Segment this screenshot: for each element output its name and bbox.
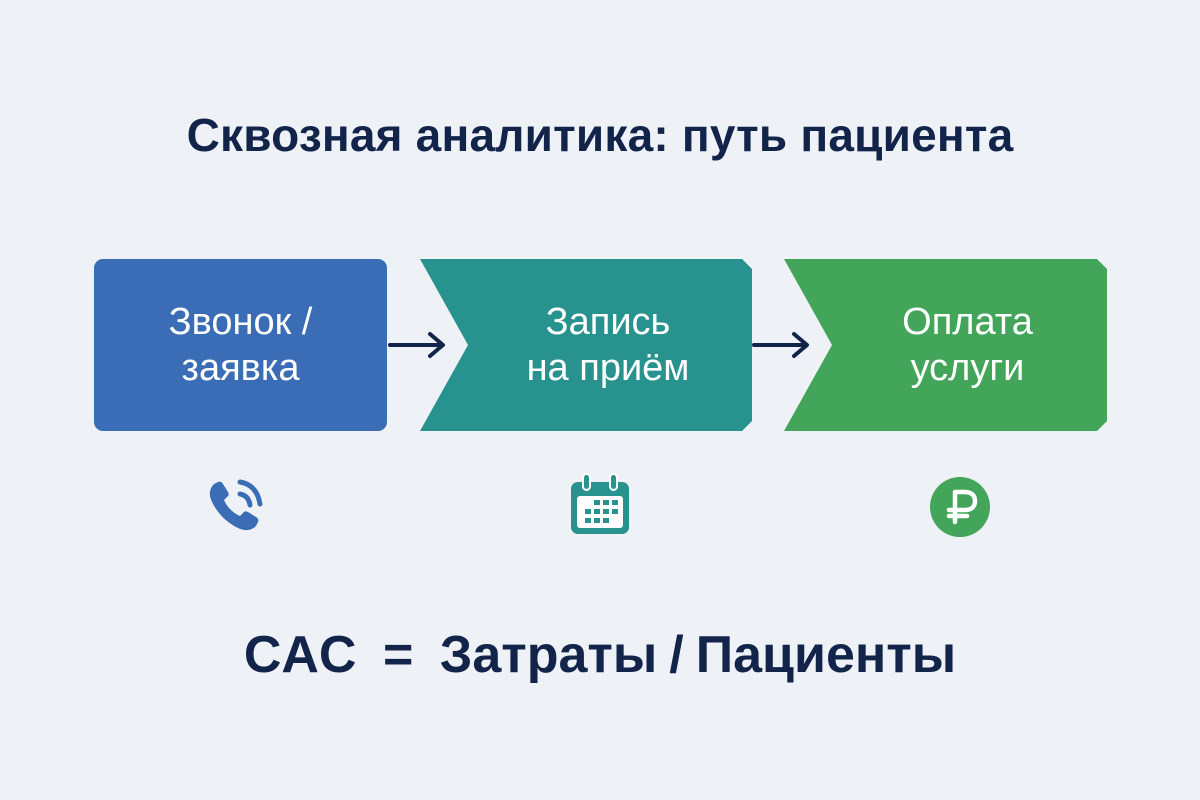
step-label-line2: услуги	[910, 347, 1025, 389]
arrow-right-icon	[388, 332, 445, 358]
formula-equals: =	[382, 626, 414, 684]
step-label-line1: Запись	[545, 301, 671, 343]
step-appointment: Запись на приём	[420, 259, 752, 431]
diagram-title: Сквозная аналитика: путь пациента	[186, 109, 1014, 161]
step-call-request: Звонок / заявка	[94, 259, 387, 431]
phone-icon	[209, 479, 263, 531]
step-label-line1: Звонок /	[168, 301, 313, 343]
formula-costs: Затраты	[439, 626, 658, 684]
ruble-icon	[930, 477, 990, 537]
cac-formula: CAC = Затраты/Пациенты	[0, 625, 1200, 685]
step-payment: Оплата услуги	[784, 259, 1107, 431]
arrow-right-icon	[752, 332, 809, 358]
step-label: Звонок / заявка	[169, 299, 313, 391]
step-label-line1: Оплата	[902, 301, 1033, 343]
step-label: Запись на приём	[483, 299, 690, 391]
formula-cac: CAC	[243, 626, 357, 684]
step-label-line2: заявка	[181, 347, 300, 389]
step-label: Оплата услуги	[858, 299, 1033, 391]
calendar-icon	[571, 473, 629, 534]
step-label-line2: на приём	[526, 347, 690, 389]
formula-patients: Пациенты	[695, 626, 957, 684]
formula-divider: /	[669, 626, 684, 684]
